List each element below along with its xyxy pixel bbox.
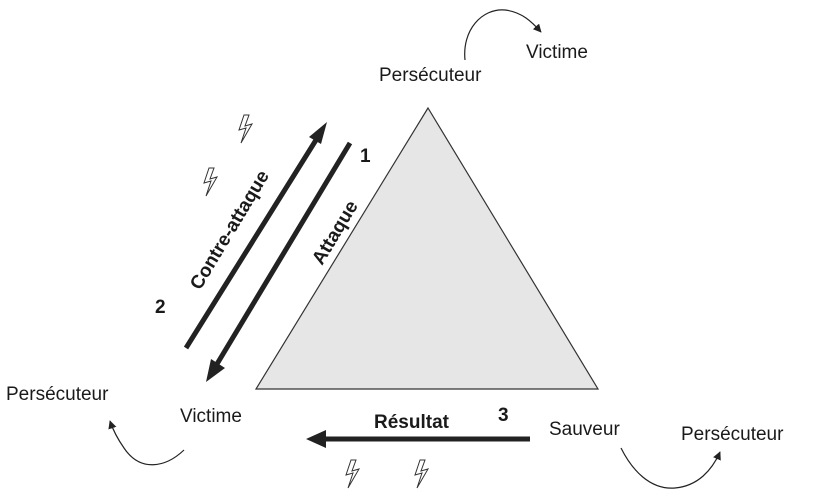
right-role-becomes-label: Persécuteur xyxy=(681,424,784,445)
lightning-icon xyxy=(203,167,219,197)
result-step-number: 3 xyxy=(498,405,509,426)
attack-arrow xyxy=(206,141,353,382)
top-role-label: Persécuteur xyxy=(379,65,482,86)
left-role-becomes-label: Persécuteur xyxy=(6,384,109,405)
right-transformation-curve xyxy=(620,447,721,489)
result-arrow xyxy=(306,430,530,448)
lightning-icon xyxy=(345,459,361,489)
right-role-label: Sauveur xyxy=(549,419,620,440)
left-transformation-curve xyxy=(108,420,185,466)
lightning-icon xyxy=(414,459,430,489)
counter-attack-arrow xyxy=(183,122,327,350)
lightning-icon xyxy=(238,114,254,144)
left-role-label: Victime xyxy=(180,406,242,427)
drama-triangle xyxy=(254,106,600,390)
top-transformation-curve xyxy=(464,9,542,61)
result-label: Résultat xyxy=(374,412,450,433)
attack-step-number: 1 xyxy=(360,146,371,167)
counter-attack-step-number: 2 xyxy=(155,297,166,318)
top-role-becomes-label: Victime xyxy=(526,42,588,63)
